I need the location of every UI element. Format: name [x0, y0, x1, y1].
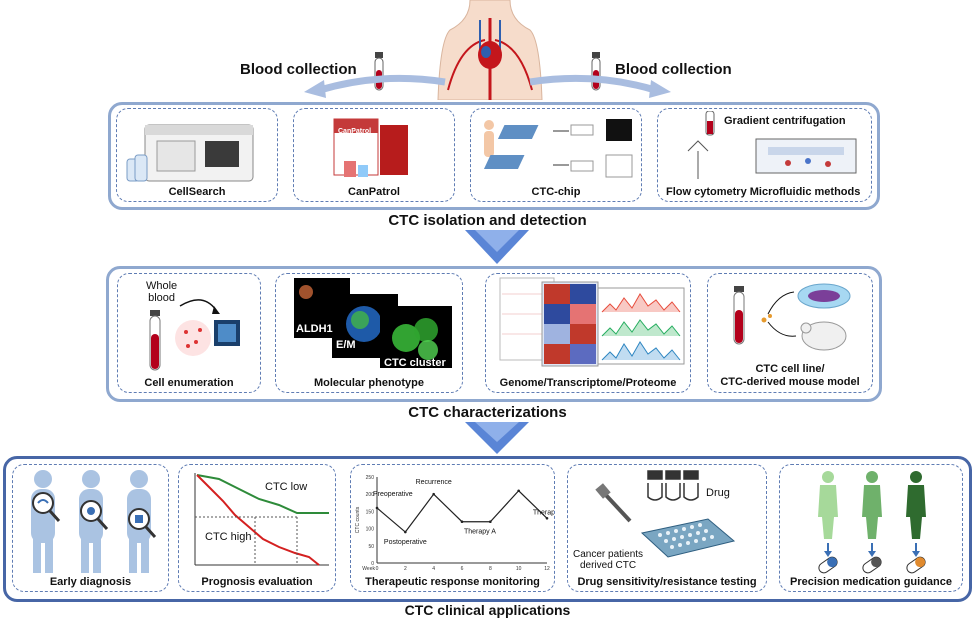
- panel-cellsearch: CellSearch: [116, 108, 278, 202]
- prognosis-label: Prognosis evaluation: [201, 576, 313, 588]
- annotation-label: Recurrence: [416, 479, 452, 486]
- panel-drug-testing: Drug Cancer patients derived CTC Drug se…: [567, 464, 767, 592]
- ctc-low-label: CTC low: [265, 481, 308, 493]
- curved-arrow-left-icon: [300, 70, 450, 105]
- data-point: [460, 520, 464, 524]
- x-tick-label: 8: [489, 566, 492, 572]
- omics-label: Genome/Transcriptome/Proteome: [499, 377, 677, 389]
- blood-collection-right-label: Blood collection: [615, 61, 732, 78]
- panel-precision-medication: Precision medication guidance: [779, 464, 963, 592]
- section3-title: CTC clinical applications: [404, 602, 571, 618]
- canpatrol-brand-text: CanPatrol: [338, 128, 372, 135]
- canpatrol-label: CanPatrol: [348, 186, 400, 198]
- microfluidic-methods-label: Microfluidic methods: [749, 186, 861, 198]
- precision-label: Precision medication guidance: [790, 576, 952, 588]
- em-label: E/M: [336, 339, 356, 351]
- curved-arrow-right-icon: [525, 70, 675, 105]
- aldh1-label: ALDH1: [296, 323, 333, 335]
- cell-line-labels: CTC cell line/ CTC-derived mouse model: [708, 363, 872, 389]
- section2-title: CTC characterizations: [408, 404, 567, 421]
- panel-ctc-chip: CTC-chip: [470, 108, 642, 202]
- annotation-label: Postoperative: [384, 539, 427, 546]
- x-axis-label: Week: [362, 566, 375, 572]
- panel-early-diagnosis: Early diagnosis: [12, 464, 169, 592]
- panel-prognosis-evaluation: CTC low CTC high Prognosis evaluation: [178, 464, 336, 592]
- down-arrow-icon: [465, 422, 529, 459]
- x-tick-label: 6: [461, 566, 464, 572]
- flow-cytometry-label: Flow cytometry: [666, 186, 747, 198]
- panel-flow-microfluidic: Gradient centrifugation Flow cytometry M…: [657, 108, 872, 202]
- gradient-centrifugation-label: Gradient centrifugation: [724, 115, 846, 127]
- panel-omics: Genome/Transcriptome/Proteome: [485, 273, 691, 393]
- y-tick-label: 200: [366, 492, 375, 498]
- drug-label: Drug: [706, 487, 730, 499]
- ctc-cluster-label: CTC cluster: [384, 357, 446, 369]
- cell-line-label-2: CTC-derived mouse model: [720, 376, 860, 388]
- therapeutic-label: Therapeutic response monitoring: [365, 576, 540, 588]
- data-point: [545, 516, 549, 520]
- drug-testing-label: Drug sensitivity/resistance testing: [577, 576, 757, 588]
- y-tick-label: 250: [366, 475, 375, 481]
- y-tick-label: 50: [368, 544, 374, 550]
- cancer-patients-label: Cancer patients derived CTC: [573, 549, 643, 571]
- annotation-label: Therapy A: [464, 529, 496, 536]
- flow-microfluidic-labels: Flow cytometry Microfluidic methods: [666, 186, 871, 198]
- down-arrow-icon: [465, 230, 529, 269]
- y-tick-label: 0: [371, 561, 374, 567]
- blood-collection-left-label: Blood collection: [240, 61, 357, 78]
- cancer-patients-line-1: Cancer patients: [573, 549, 644, 560]
- cell-enumeration-label: Cell enumeration: [144, 377, 234, 389]
- x-tick-label: 10: [516, 566, 522, 572]
- annotation-label: Therapy B: [533, 509, 554, 516]
- data-point: [375, 506, 379, 510]
- panel-canpatrol: CanPatrol CanPatrol: [293, 108, 455, 202]
- cellsearch-label: CellSearch: [168, 186, 226, 198]
- data-point: [489, 520, 492, 524]
- x-tick-label: 4: [432, 566, 435, 572]
- annotation-label: Preoperative: [373, 491, 413, 498]
- cell-line-label-1: CTC cell line/: [755, 363, 825, 375]
- panel-molecular-phenotype: ALDH1 E/M CTC cluster Molecular phenotyp…: [275, 273, 463, 393]
- y-axis-label: CTC counts: [355, 506, 361, 533]
- x-tick-label: 12: [544, 566, 550, 572]
- whole-blood-label: Whole blood: [146, 280, 178, 304]
- ctc-chip-label: CTC-chip: [531, 186, 581, 198]
- data-point: [432, 492, 435, 496]
- data-point: [517, 489, 520, 493]
- panel-cell-enumeration: Whole blood Cell enumeration: [117, 273, 261, 393]
- panel-cell-line-mouse: CTC cell line/ CTC-derived mouse model: [707, 273, 873, 393]
- molecular-phenotype-label: Molecular phenotype: [313, 377, 425, 389]
- cancer-patients-line-2: derived CTC: [579, 560, 637, 571]
- data-point: [404, 530, 407, 534]
- early-diagnosis-label: Early diagnosis: [49, 576, 132, 588]
- body-illustration: [430, 0, 550, 101]
- y-tick-label: 150: [366, 509, 375, 515]
- ctc-high-label: CTC high: [205, 531, 252, 543]
- section1-title: CTC isolation and detection: [388, 212, 587, 229]
- x-tick-label: 0: [376, 566, 379, 572]
- x-tick-label: 2: [404, 566, 407, 572]
- y-tick-label: 100: [366, 527, 375, 533]
